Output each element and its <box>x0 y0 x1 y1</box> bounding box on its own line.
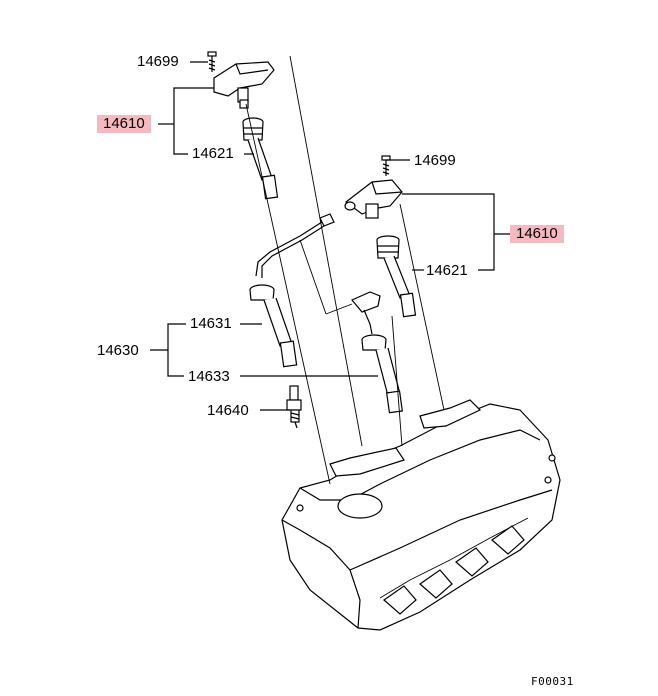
ignition-wire-left <box>249 213 335 368</box>
label-bolt-top: 14699 <box>137 53 179 70</box>
leader-lines <box>150 61 512 411</box>
label-wire-lower: 14633 <box>188 368 230 385</box>
cylinder-head-cover <box>281 399 561 631</box>
spark-plug <box>286 385 302 429</box>
coil-boot-right <box>376 235 417 318</box>
label-spark-plug: 14640 <box>207 402 249 419</box>
figure-code: F00031 <box>531 675 574 688</box>
ignition-coil-right <box>344 179 403 219</box>
label-wire-assy: 14630 <box>97 342 139 359</box>
label-bolt-right: 14699 <box>414 152 456 169</box>
coil-boot-left <box>242 117 279 200</box>
label-wire-upper: 14631 <box>190 315 232 332</box>
alignment-lines <box>245 55 445 485</box>
label-coil-right: 14610 <box>510 225 564 243</box>
label-boot-right: 14621 <box>426 262 468 279</box>
ignition-wire-right <box>351 291 404 414</box>
bolt-left <box>207 51 217 72</box>
bolt-right <box>381 155 391 176</box>
label-coil-left: 14610 <box>97 115 151 133</box>
label-boot-left: 14621 <box>192 145 234 162</box>
ignition-coil-left <box>213 61 275 109</box>
